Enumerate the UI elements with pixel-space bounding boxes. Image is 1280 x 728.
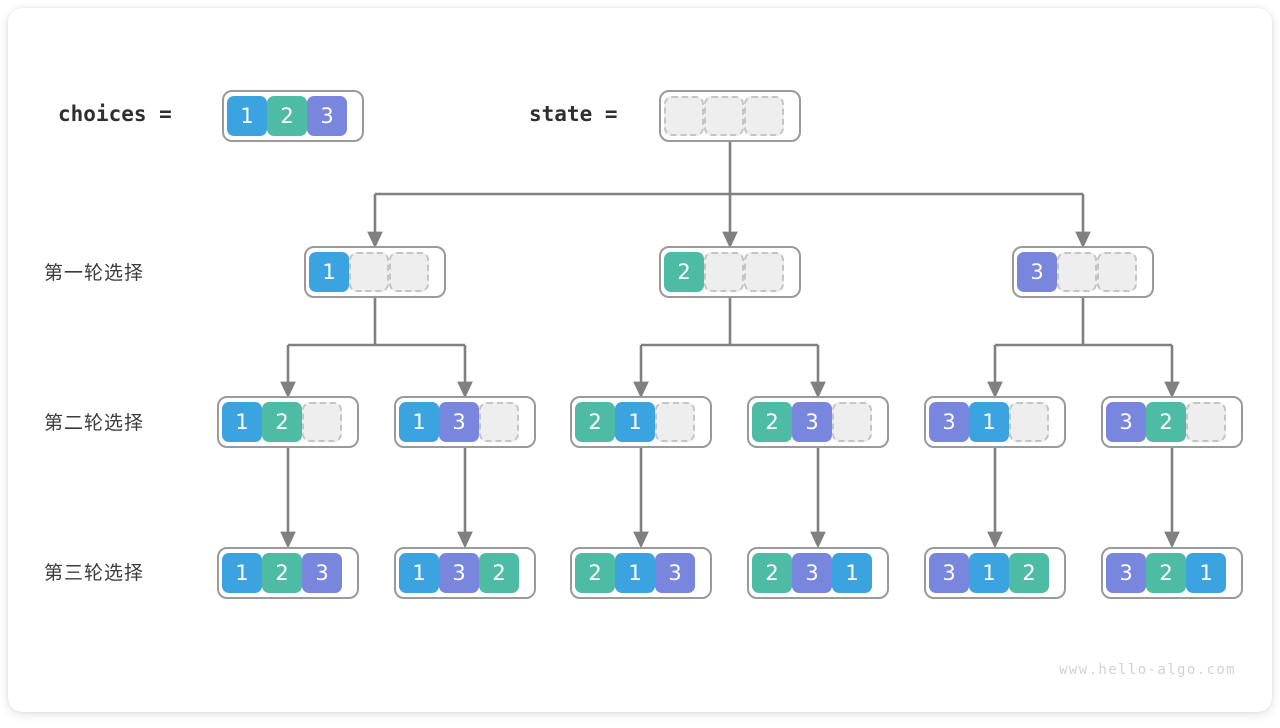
node-cell: 2 — [575, 553, 615, 593]
tree-node-level1: 1 — [304, 246, 446, 298]
node-cell: 1 — [615, 402, 655, 442]
state-cell-empty — [704, 96, 744, 136]
node-cell: 3 — [302, 553, 342, 593]
node-cell: 1 — [399, 402, 439, 442]
node-cell-empty — [655, 402, 695, 442]
node-cell: 2 — [752, 553, 792, 593]
node-cell-empty — [302, 402, 342, 442]
node-cell: 2 — [479, 553, 519, 593]
node-cell-empty — [349, 252, 389, 292]
row-label-level-1: 第一轮选择 — [44, 263, 145, 284]
state-cell-empty — [664, 96, 704, 136]
node-cell: 1 — [222, 402, 262, 442]
node-cell: 3 — [1106, 402, 1146, 442]
row-label-level-2: 第二轮选择 — [44, 413, 145, 434]
node-cell: 1 — [969, 402, 1009, 442]
node-cell: 1 — [399, 553, 439, 593]
choices-cell: 3 — [307, 96, 347, 136]
choices-cell: 1 — [227, 96, 267, 136]
row-label-level-3: 第三轮选择 — [44, 563, 145, 584]
node-cell: 1 — [1186, 553, 1226, 593]
state-cell-empty — [744, 96, 784, 136]
node-cell-empty — [1009, 402, 1049, 442]
tree-node-level1: 2 — [659, 246, 801, 298]
tree-node-level2: 2 3 — [747, 396, 889, 448]
state-array — [659, 90, 801, 142]
node-cell: 3 — [439, 402, 479, 442]
node-cell-empty — [832, 402, 872, 442]
tree-node-level2: 1 3 — [394, 396, 536, 448]
tree-node-level1: 3 — [1012, 246, 1154, 298]
node-cell-empty — [1057, 252, 1097, 292]
node-cell: 3 — [929, 553, 969, 593]
choices-array: 1 2 3 — [222, 90, 364, 142]
node-cell-empty — [744, 252, 784, 292]
node-cell: 3 — [792, 402, 832, 442]
node-cell: 3 — [439, 553, 479, 593]
node-cell: 1 — [222, 553, 262, 593]
node-cell: 2 — [1146, 553, 1186, 593]
choices-label: choices = — [58, 102, 172, 126]
tree-node-level3: 3 2 1 — [1101, 547, 1243, 599]
node-cell-empty — [1097, 252, 1137, 292]
tree-node-level3: 1 2 3 — [217, 547, 359, 599]
tree-node-level2: 3 1 — [924, 396, 1066, 448]
node-cell: 3 — [792, 553, 832, 593]
tree-connectors — [280, 141, 1180, 549]
node-cell: 1 — [832, 553, 872, 593]
node-cell: 3 — [1017, 252, 1057, 292]
tree-node-level3: 2 1 3 — [570, 547, 712, 599]
node-cell: 1 — [309, 252, 349, 292]
node-cell-empty — [479, 402, 519, 442]
node-cell: 1 — [969, 553, 1009, 593]
node-cell: 2 — [1009, 553, 1049, 593]
diagram-card: choices = 1 2 3 state = 第一轮选择 第二轮选择 第三轮选… — [8, 8, 1272, 712]
node-cell: 2 — [575, 402, 615, 442]
node-cell-empty — [1186, 402, 1226, 442]
node-cell: 2 — [752, 402, 792, 442]
node-cell-empty — [704, 252, 744, 292]
watermark: www.hello-algo.com — [1059, 662, 1236, 678]
node-cell-empty — [389, 252, 429, 292]
tree-node-level2: 2 1 — [570, 396, 712, 448]
node-cell: 3 — [929, 402, 969, 442]
node-cell: 2 — [262, 553, 302, 593]
tree-node-level2: 3 2 — [1101, 396, 1243, 448]
node-cell: 1 — [615, 553, 655, 593]
tree-node-level3: 1 3 2 — [394, 547, 536, 599]
tree-node-level3: 2 3 1 — [747, 547, 889, 599]
tree-node-level3: 3 1 2 — [924, 547, 1066, 599]
choices-cell: 2 — [267, 96, 307, 136]
state-label: state = — [529, 102, 618, 126]
node-cell: 3 — [655, 553, 695, 593]
tree-node-level2: 1 2 — [217, 396, 359, 448]
node-cell: 2 — [664, 252, 704, 292]
node-cell: 2 — [1146, 402, 1186, 442]
node-cell: 2 — [262, 402, 302, 442]
node-cell: 3 — [1106, 553, 1146, 593]
